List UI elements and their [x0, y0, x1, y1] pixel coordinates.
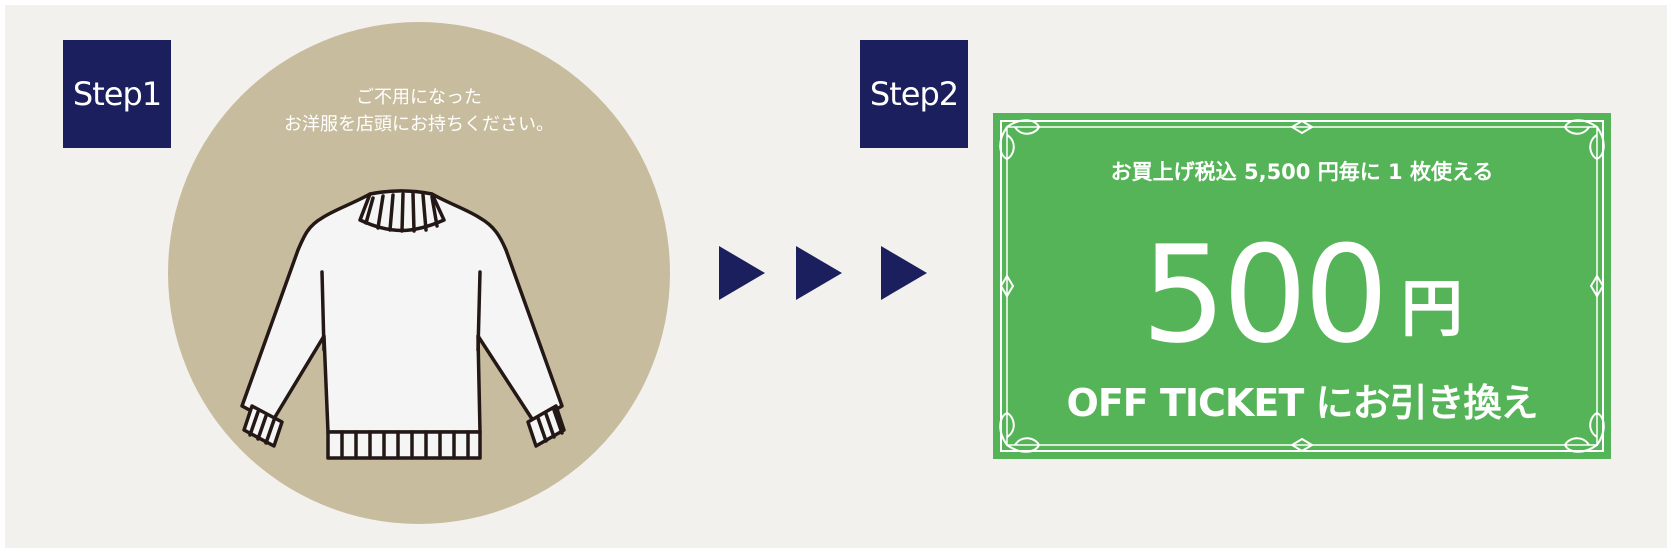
arrow-right-icon	[719, 246, 765, 300]
ticket-condition-text: お買上げ税込 5,500 円毎に 1 枚使える	[1110, 160, 1494, 184]
step2-label: Step2	[869, 75, 959, 113]
ticket-amount: 500	[1141, 217, 1389, 373]
sweater-icon	[240, 189, 566, 460]
ticket-unit: 円	[1400, 272, 1463, 345]
step1-instruction: ご不用になった お洋服を店頭にお持ちください。	[168, 84, 670, 138]
ticket-amount-row: 500 円	[993, 212, 1611, 362]
ticket-exchange-text: OFF TICKET にお引き換え	[1066, 381, 1539, 425]
step1-instruction-line2: お洋服を店頭にお持ちください。	[284, 114, 554, 135]
step2-badge: Step2	[860, 40, 968, 148]
arrow-right-icon	[796, 246, 842, 300]
step1-label: Step1	[72, 75, 162, 113]
arrow-right-icon	[881, 246, 927, 300]
coupon-ticket	[993, 113, 1611, 459]
step1-instruction-line1: ご不用になった	[356, 87, 482, 108]
ornamental-frame	[999, 119, 1605, 453]
step1-badge: Step1	[63, 40, 171, 148]
